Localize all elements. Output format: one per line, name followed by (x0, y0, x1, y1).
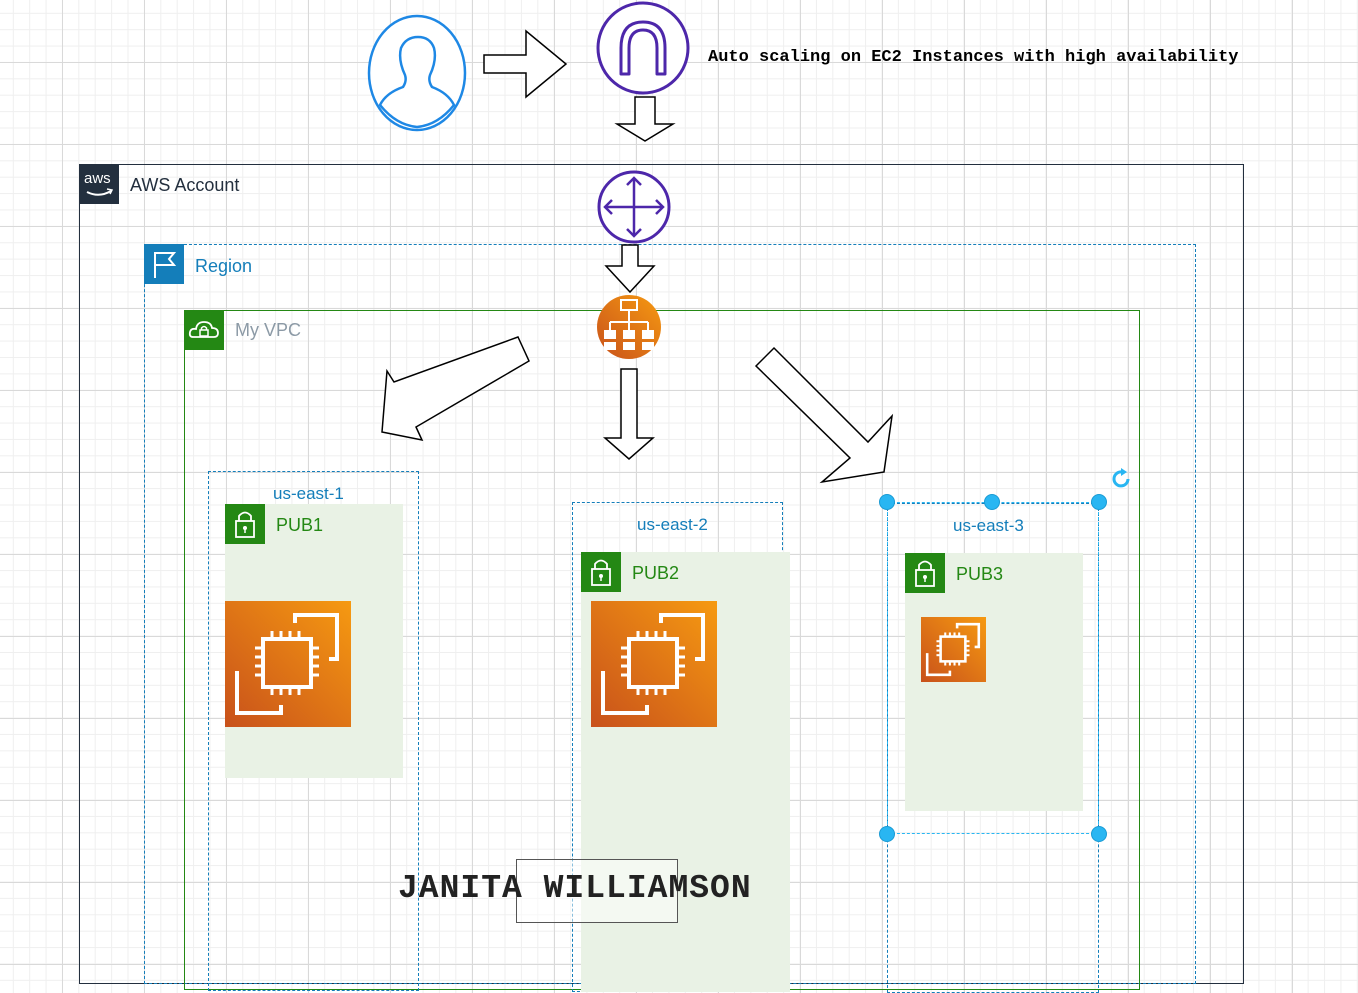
diagram-title: Auto scaling on EC2 Instances with high … (708, 48, 1239, 67)
resize-handle-top-right[interactable] (1091, 494, 1107, 510)
internet-gateway-icon[interactable] (596, 1, 691, 96)
flag-icon (144, 244, 184, 284)
rotate-icon[interactable] (1110, 467, 1134, 491)
ec2-instance-icon[interactable] (225, 601, 351, 727)
resize-handle-bottom-left[interactable] (879, 826, 895, 842)
lock-icon (581, 552, 621, 592)
zone-3-label: us-east-3 (953, 516, 1024, 535)
zone-2-label: us-east-2 (637, 515, 708, 534)
router-icon[interactable] (597, 170, 673, 246)
user-icon[interactable] (367, 14, 468, 133)
arrow-user-to-gateway (483, 29, 568, 99)
load-balancer-icon[interactable] (596, 294, 666, 364)
vpc-label: My VPC (235, 320, 302, 340)
arrow-lb-to-zone3 (754, 346, 894, 484)
subnet-pub3-label: PUB3 (956, 564, 1004, 584)
ec2-instance-icon[interactable] (921, 617, 986, 682)
aws-logo-text: aws (84, 170, 111, 187)
lock-icon (905, 553, 945, 593)
cloud-lock-icon (184, 310, 224, 350)
watermark-text: JANITA WILLIAMSON (398, 870, 752, 907)
subnet-pub3[interactable] (905, 553, 1083, 811)
arrow-gateway-to-router (614, 96, 676, 142)
resize-handle-bottom-right[interactable] (1091, 826, 1107, 842)
aws-account-label: AWS Account (130, 175, 240, 195)
subnet-pub1-label: PUB1 (276, 515, 324, 535)
aws-logo-icon: aws (79, 164, 119, 204)
subnet-pub2-label: PUB2 (632, 563, 680, 583)
resize-handle-top-left[interactable] (879, 494, 895, 510)
watermark-box (516, 859, 678, 923)
resize-handle-top-middle[interactable] (984, 494, 1000, 510)
region-label: Region (195, 256, 253, 276)
zone-1-label: us-east-1 (273, 484, 344, 503)
arrow-lb-to-zone1 (381, 336, 530, 442)
ec2-instance-icon[interactable] (591, 601, 717, 727)
lock-icon (225, 504, 265, 544)
arrow-lb-to-zone2 (603, 368, 655, 460)
arrow-router-to-lb (604, 244, 656, 294)
